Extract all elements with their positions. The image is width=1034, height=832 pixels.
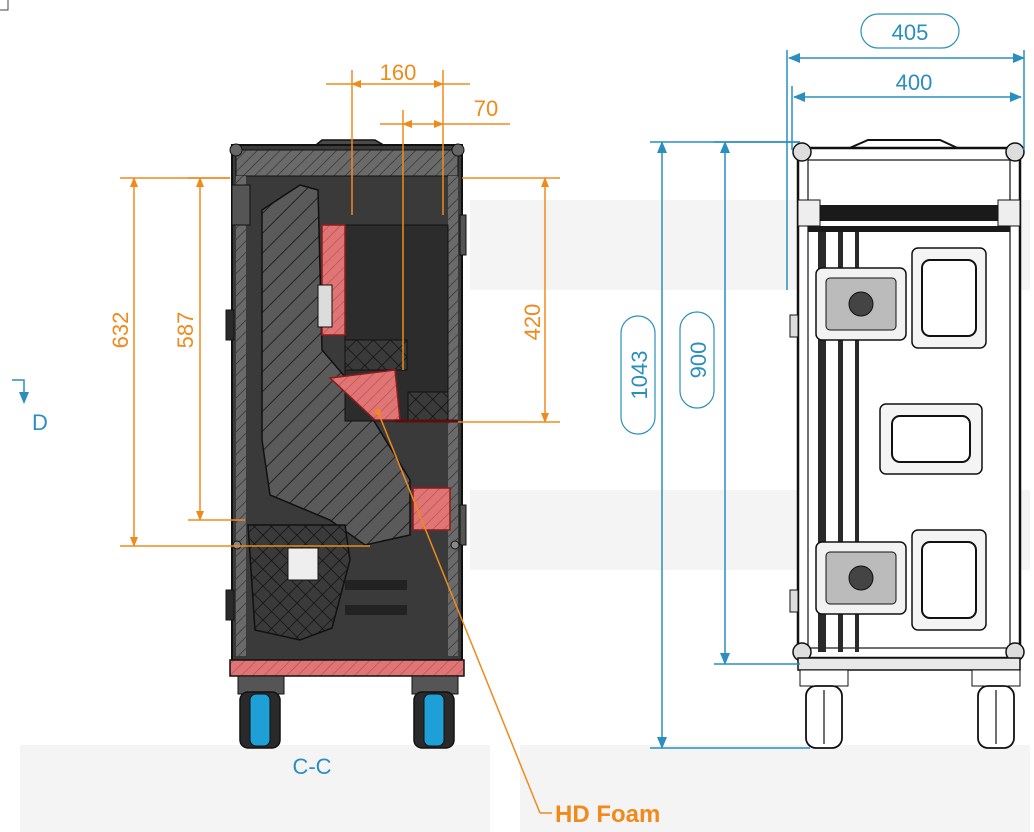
section-label: C-C	[292, 754, 331, 779]
lower-pocket	[247, 524, 351, 641]
view-marker-d: D	[12, 379, 48, 435]
hd-foam-block-lower	[412, 487, 451, 531]
section-dimensions	[120, 70, 560, 547]
section-view: C-C	[225, 139, 467, 779]
side-view	[789, 139, 1025, 749]
wheel-right	[411, 675, 459, 749]
marker-label: D	[32, 410, 48, 435]
dim-400: 400	[896, 70, 933, 95]
corner-mark	[0, 0, 9, 11]
base-strip	[229, 659, 465, 677]
dim-405: 405	[892, 20, 929, 45]
side-dimensions	[620, 13, 1025, 749]
dim-587: 587	[173, 312, 198, 349]
foam-callout: HD Foam	[375, 409, 660, 828]
side-wheel-right	[971, 669, 1021, 749]
wheel-left	[237, 675, 285, 749]
side-wheel-left	[799, 669, 849, 749]
callout-label: HD Foam	[555, 801, 660, 828]
dim-1043: 1043	[627, 351, 652, 400]
foam-insert	[261, 184, 411, 546]
dim-160: 160	[380, 60, 417, 85]
dim-900: 900	[686, 342, 711, 379]
dim-70: 70	[474, 96, 498, 121]
dim-420: 420	[520, 304, 545, 341]
dim-632: 632	[108, 312, 133, 349]
